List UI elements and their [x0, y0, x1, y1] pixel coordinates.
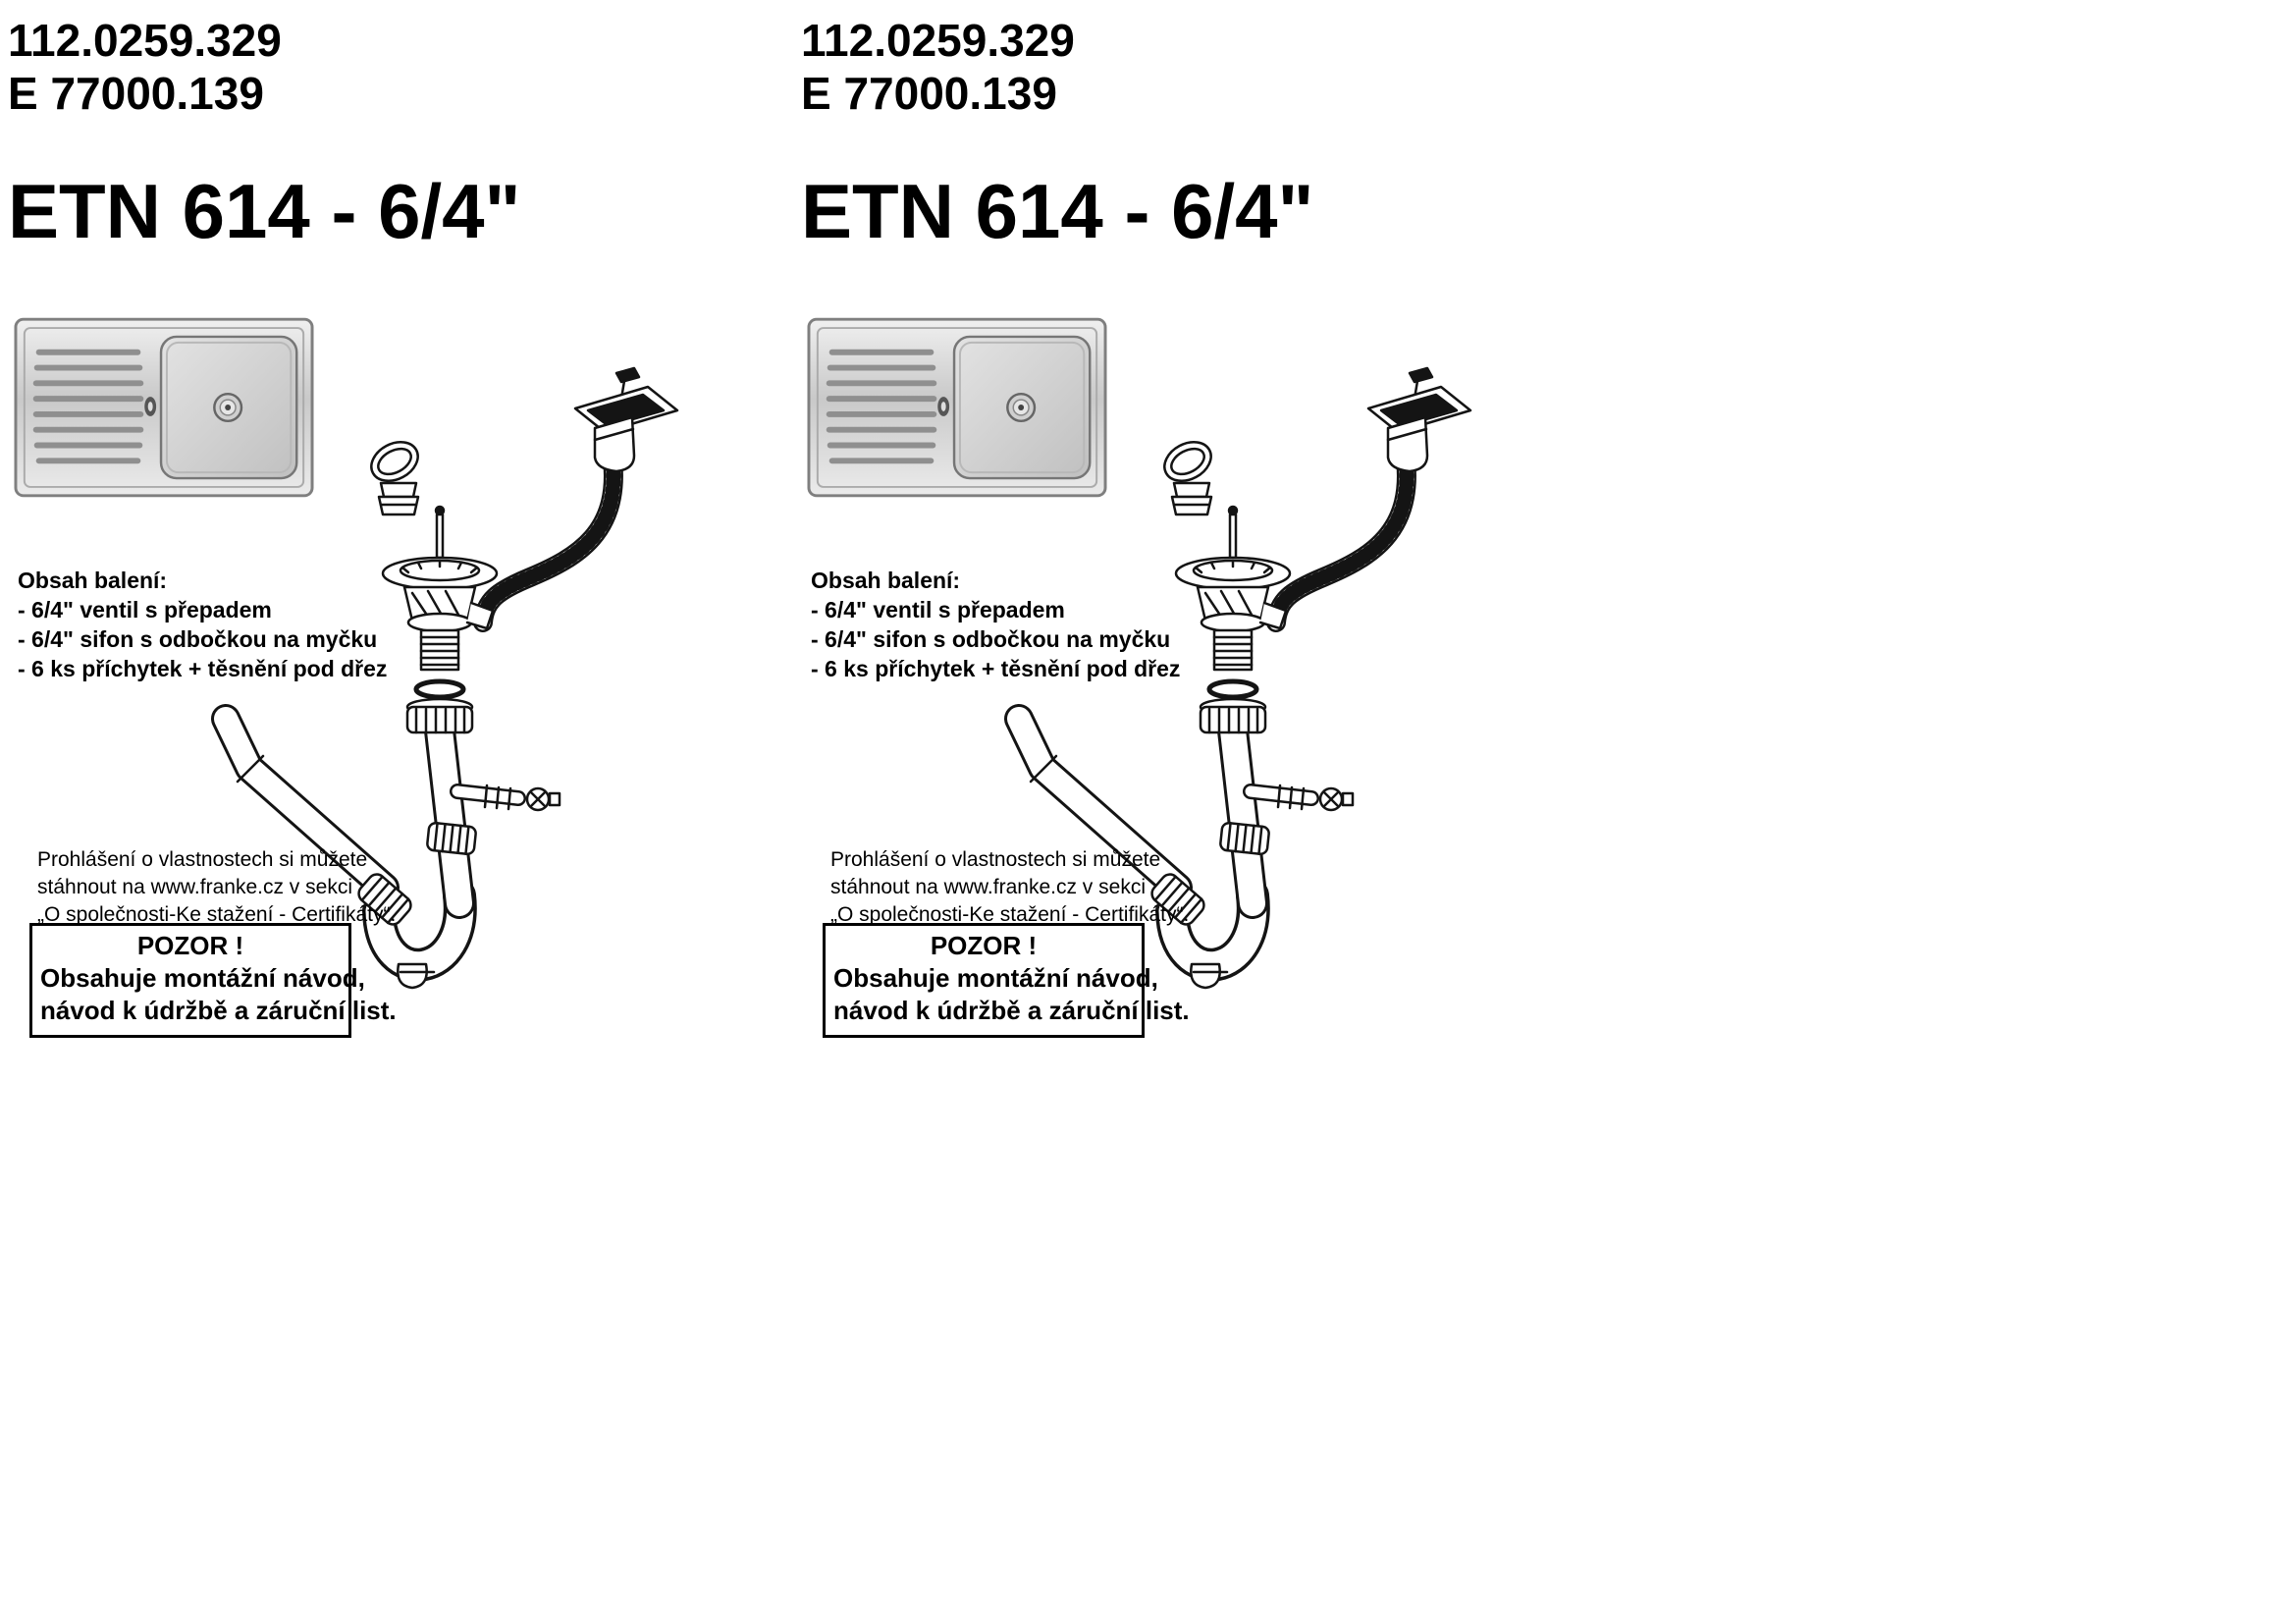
declaration-line: stáhnout na www.franke.cz v sekci — [830, 876, 1146, 898]
declaration-line: Prohlášení o vlastnostech si můžete — [37, 848, 368, 871]
dishwasher-branch — [450, 784, 561, 812]
package-contents-item: - 6/4" ventil s přepadem — [18, 597, 272, 623]
sink-plug — [370, 440, 420, 516]
vertical-pipe — [1217, 715, 1268, 919]
tail-nut — [405, 697, 474, 734]
cleanout-cup — [397, 962, 436, 990]
product-title: ETN 614 - 6/4" — [8, 168, 521, 254]
tail-nut — [1199, 697, 1267, 734]
sink-top-view-illustration — [14, 317, 314, 498]
corrugated-hose — [1268, 452, 1415, 630]
trap-nut — [357, 873, 412, 926]
package-contents-item: - 6 ks příchytek + těsnění pod dřez — [18, 656, 388, 681]
declaration-note: Prohlášení o vlastnostech si můžete stáh… — [37, 846, 396, 929]
package-contents: Obsah balení: - 6/4" ventil s přepadem -… — [18, 566, 387, 683]
declaration-note: Prohlášení o vlastnostech si můžete stáh… — [830, 846, 1189, 929]
warning-line: návod k údržbě a záruční list. — [833, 996, 1190, 1025]
declaration-line: stáhnout na www.franke.cz v sekci — [37, 876, 352, 898]
product-title: ETN 614 - 6/4" — [801, 168, 1314, 254]
o-ring — [413, 678, 466, 700]
vertical-pipe — [424, 715, 475, 919]
strainer-valve — [381, 505, 499, 672]
product-code-primary: 112.0259.329 — [8, 15, 282, 66]
product-label-panel: 112.0259.329 E 77000.139 ETN 614 - 6/4" — [0, 0, 766, 1624]
drain-siphon-assembly-drawing — [1004, 366, 1472, 990]
warning-line: Obsahuje montážní návod, — [833, 963, 1158, 993]
warning-title: POZOR ! — [930, 931, 1038, 960]
drainboard-ribs — [826, 349, 937, 464]
package-contents-heading: Obsah balení: — [811, 568, 961, 593]
package-contents-heading: Obsah balení: — [18, 568, 168, 593]
declaration-line: Prohlášení o vlastnostech si můžete — [830, 848, 1161, 871]
product-code-primary: 112.0259.329 — [801, 15, 1075, 66]
dishwasher-branch — [1243, 784, 1355, 812]
sink-top-view-illustration — [807, 317, 1107, 498]
declaration-line: „O společnosti-Ke stažení - Certifikáty“… — [830, 903, 1190, 926]
drain-hole — [1006, 392, 1037, 423]
package-contents: Obsah balení: - 6/4" ventil s přepadem -… — [811, 566, 1180, 683]
package-contents-item: - 6/4" sifon s odbočkou na myčku — [811, 626, 1171, 652]
overflow-flange — [1366, 366, 1472, 473]
declaration-line: „O společnosti-Ke stažení - Certifikáty“… — [37, 903, 397, 926]
package-contents-item: - 6/4" ventil s přepadem — [811, 597, 1065, 623]
trap-nut — [1150, 873, 1205, 926]
product-codes: 112.0259.329 E 77000.139 — [8, 14, 282, 120]
warning-title: POZOR ! — [136, 931, 244, 960]
strainer-valve — [1174, 505, 1292, 672]
corrugated-hose — [475, 452, 621, 630]
union-nut — [1219, 822, 1270, 855]
package-contents-item: - 6/4" sifon s odbočkou na myčku — [18, 626, 378, 652]
product-codes: 112.0259.329 E 77000.139 — [801, 14, 1075, 120]
sink-plug — [1163, 440, 1213, 516]
drainboard-ribs — [32, 349, 144, 464]
warning-line: návod k údržbě a záruční list. — [40, 996, 397, 1025]
package-contents-item: - 6 ks příchytek + těsnění pod dřez — [811, 656, 1181, 681]
o-ring — [1206, 678, 1259, 700]
product-code-secondary: E 77000.139 — [801, 68, 1057, 119]
warning-box: POZOR ! Obsahuje montážní návod, návod k… — [29, 923, 397, 1038]
drain-hole — [213, 392, 243, 423]
product-label-panel: 112.0259.329 E 77000.139 ETN 614 - 6/4" — [793, 0, 1559, 1624]
drain-siphon-assembly-drawing — [211, 366, 679, 990]
product-code-secondary: E 77000.139 — [8, 68, 264, 119]
overflow-flange — [573, 366, 679, 473]
union-nut — [426, 822, 477, 855]
outlet-pipe — [211, 704, 400, 902]
warning-box: POZOR ! Obsahuje montážní návod, návod k… — [823, 923, 1190, 1038]
outlet-pipe — [1004, 704, 1193, 902]
cleanout-cup — [1190, 962, 1229, 990]
warning-line: Obsahuje montážní návod, — [40, 963, 365, 993]
